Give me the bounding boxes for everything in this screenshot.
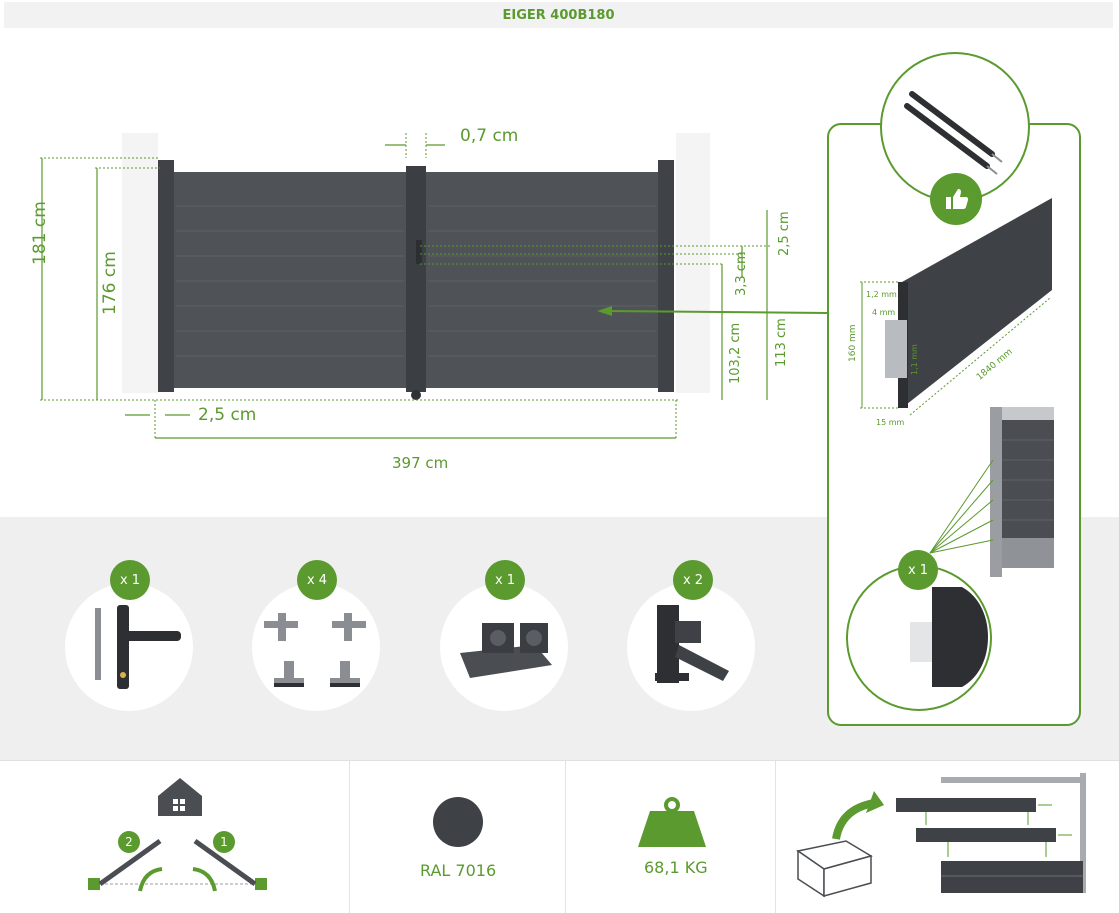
profile-4mm: 4 mm [872, 308, 896, 317]
ral-swatch [433, 797, 483, 847]
dim-height-total: 181 cm [30, 201, 50, 265]
slat-profile [860, 198, 1052, 416]
delivery-icon [796, 773, 1086, 898]
color-label: RAL 7016 [420, 861, 497, 880]
opening-direction-icon [88, 778, 267, 892]
profile-15mm: 15 mm [876, 418, 905, 427]
color-cell: RAL 7016 [350, 761, 566, 913]
thumb-badge [930, 173, 982, 225]
accessory-stop [440, 583, 568, 711]
dim-gap: 0,7 cm [460, 126, 519, 146]
gate-diagram [40, 133, 829, 440]
qty-badge-rail: x 1 [898, 550, 938, 590]
title-bar: EIGER 400B180 [4, 2, 1113, 28]
dim-slat-2-5: 2,5 cm [777, 211, 792, 256]
delivery-cell [776, 761, 1119, 913]
hinge-icon [264, 613, 366, 687]
step-1-badge: 1 [213, 831, 235, 853]
dim-slat-3-3: 3,3 cm [734, 251, 749, 296]
center-stile [406, 166, 426, 392]
weight-icon [638, 797, 706, 847]
info-row: 2 1 RAL 7016 68,1 KG [0, 760, 1119, 913]
leaf-section [990, 407, 1054, 577]
left-leaf [174, 172, 406, 388]
accessory-hinges [252, 583, 380, 711]
handle-lock-icon [95, 605, 181, 689]
weight-label: 68,1 KG [644, 858, 708, 877]
profile-160mm: 160 mm [848, 324, 858, 362]
accessory-handle [65, 583, 193, 711]
profile-1-1mm: 1,1 mm [910, 344, 919, 375]
step-2-badge: 2 [118, 831, 140, 853]
weight-cell: 68,1 KG [566, 761, 776, 913]
motor-arm-icon [904, 91, 1003, 175]
opening-cell: 2 1 [0, 761, 350, 913]
dim-post-offset: 2,5 cm [198, 405, 257, 425]
right-post [658, 160, 674, 392]
page-title: EIGER 400B180 [502, 7, 615, 23]
left-post [158, 160, 174, 392]
qty-badge-handle: x 1 [110, 560, 150, 600]
profile-1-2mm: 1,2 mm [866, 290, 897, 299]
dim-lock-height: 103,2 cm [728, 322, 743, 384]
right-leaf [426, 172, 658, 388]
dim-height-leaf: 176 cm [100, 251, 120, 315]
dim-handle-height: 113 cm [774, 318, 789, 367]
top-rail-icon [910, 587, 988, 687]
leaf-holder-icon [655, 605, 729, 683]
qty-badge-holder: x 2 [673, 560, 713, 600]
accessory-holder [627, 583, 755, 711]
qty-badge-stop: x 1 [485, 560, 525, 600]
dim-width-total: 397 cm [392, 454, 449, 472]
motor-circle [880, 52, 1030, 202]
thumbs-up-icon [946, 189, 969, 209]
qty-badge-hinges: x 4 [297, 560, 337, 600]
pointer-lines [929, 459, 994, 554]
gate-stop-icon [460, 623, 552, 678]
